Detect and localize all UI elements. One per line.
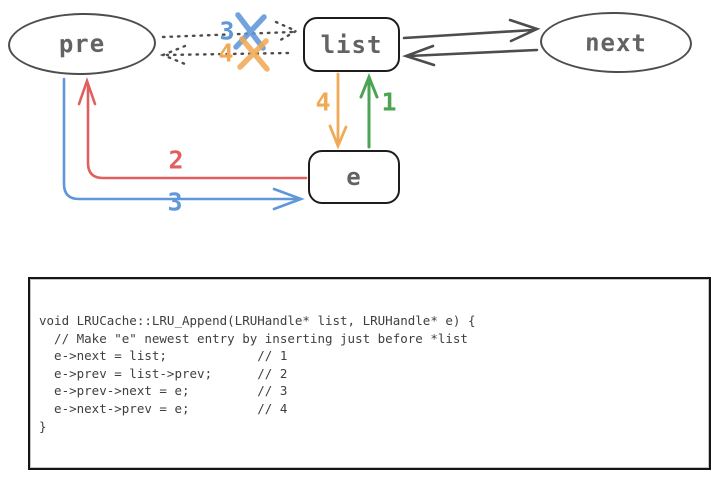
node-list-label: list [320, 30, 383, 59]
code-text: void LRUCache::LRU_Append(LRUHandle* lis… [39, 313, 476, 434]
diagram-arrows-layer [62, 12, 541, 211]
cross-out-blue-icon [233, 12, 267, 51]
label-crossed-step4: 4 [218, 38, 234, 68]
arrow-step3-pre-to-e [62, 77, 305, 211]
node-e: e [308, 150, 400, 204]
label-crossed-step3: 3 [219, 16, 235, 46]
code-panel: void LRUCache::LRU_Append(LRUHandle* lis… [28, 277, 711, 470]
arrow-next-to-list [402, 44, 539, 67]
label-step3: 3 [167, 187, 183, 217]
arrow-step1-e-to-list [359, 72, 379, 149]
node-e-label: e [346, 163, 362, 191]
arrow-list-to-pre-dotted [159, 44, 290, 66]
node-list: list [303, 17, 400, 72]
node-next-label: next [584, 27, 648, 58]
label-step2: 2 [168, 145, 184, 175]
cross-out-orange-icon [237, 36, 270, 72]
arrow-list-to-next [402, 18, 541, 43]
arrow-pre-to-list-dotted [161, 20, 299, 44]
label-step4: 4 [315, 87, 331, 117]
node-pre-label: pre [58, 29, 106, 59]
arrow-step4-list-to-e [328, 72, 348, 150]
arrow-step2-e-to-pre [77, 77, 308, 180]
label-step1: 1 [381, 87, 397, 117]
